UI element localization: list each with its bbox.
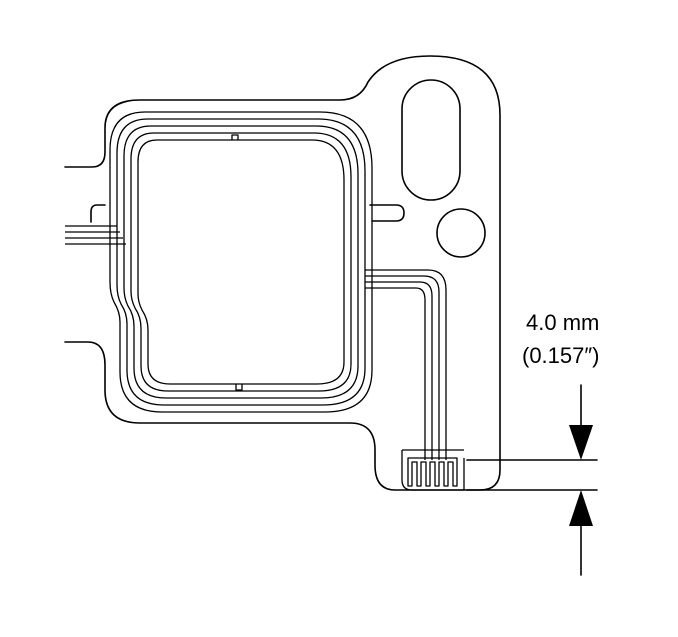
- sealing-bead-rings: [109, 111, 373, 413]
- dimension-arrow-top: [569, 384, 593, 460]
- left-tab: [90, 204, 106, 223]
- left-bead-lines: [65, 225, 126, 245]
- dimension-imperial-label: (0.157″): [522, 343, 600, 368]
- inner-ring-notch-bottom: [235, 384, 243, 391]
- round-bolt-hole: [436, 208, 486, 258]
- dimension-metric-label: 4.0 mm: [526, 310, 599, 335]
- bead-ring-3: [123, 125, 359, 399]
- dimension-arrow-bottom: [569, 490, 593, 576]
- bead-ring-5: [137, 139, 345, 385]
- gasket-outline: [64, 55, 501, 491]
- oval-bolt-slot: [401, 79, 461, 201]
- bead-cross-section: [401, 449, 465, 491]
- bead-ring-2: [116, 118, 366, 406]
- inner-ring-notch-top: [231, 134, 239, 140]
- bead-ring-4: [130, 132, 352, 392]
- right-bead-lines: [365, 269, 447, 460]
- right-tab: [369, 204, 405, 222]
- bead-ring-1: [109, 111, 373, 413]
